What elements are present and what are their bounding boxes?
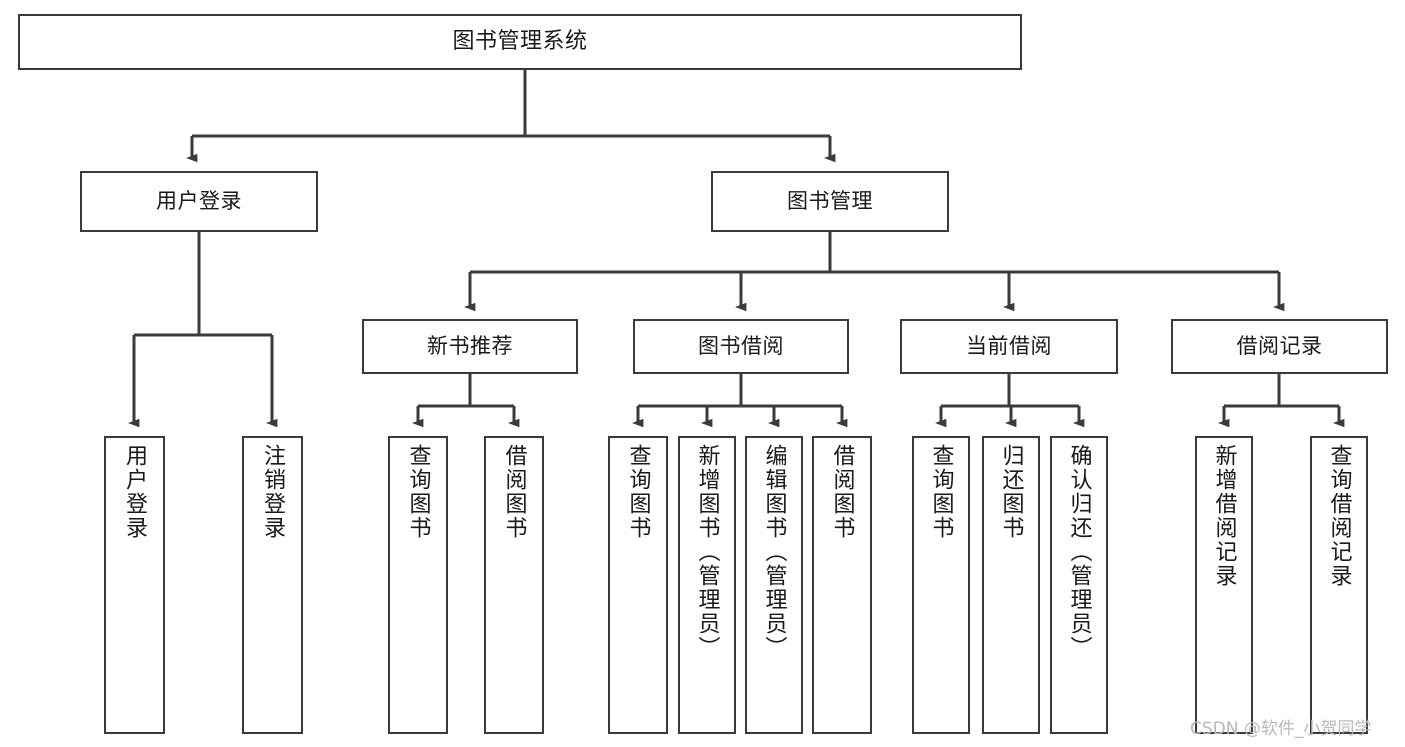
- node-book-borrow[interactable]: 图书借阅: [633, 319, 849, 374]
- node-leaf-query-book-1-label: 查询图书: [405, 444, 431, 540]
- node-leaf-logout-label: 注销登录: [260, 444, 286, 540]
- node-leaf-borrow-book-2[interactable]: 借阅图书: [812, 436, 872, 734]
- node-leaf-confirm-return[interactable]: 确认归还（管理员）: [1050, 436, 1108, 734]
- node-user-login[interactable]: 用户登录: [80, 171, 318, 232]
- node-borrow-record[interactable]: 借阅记录: [1171, 319, 1388, 374]
- node-new-book-rec[interactable]: 新书推荐: [362, 319, 578, 374]
- node-current-borrow-label: 当前借阅: [966, 334, 1052, 359]
- node-borrow-record-label: 借阅记录: [1236, 334, 1323, 359]
- node-leaf-user-login-label: 用户登录: [122, 444, 148, 540]
- node-leaf-add-record[interactable]: 新增借阅记录: [1195, 436, 1253, 734]
- node-leaf-query-book-1[interactable]: 查询图书: [388, 436, 448, 734]
- csdn-watermark: CSDN @软件_小贺同学: [1190, 719, 1372, 739]
- node-leaf-query-record-label: 查询借阅记录: [1326, 444, 1352, 588]
- node-leaf-user-login[interactable]: 用户登录: [104, 436, 165, 734]
- node-book-manage-label: 图书管理: [787, 189, 873, 214]
- node-leaf-query-book-3[interactable]: 查询图书: [912, 436, 970, 734]
- node-current-borrow[interactable]: 当前借阅: [900, 319, 1118, 374]
- node-leaf-query-book-2[interactable]: 查询图书: [608, 436, 668, 734]
- node-user-login-label: 用户登录: [156, 189, 242, 214]
- node-leaf-return-book-label: 归还图书: [998, 444, 1024, 540]
- node-leaf-confirm-return-label: 确认归还（管理员）: [1066, 444, 1092, 660]
- node-new-book-rec-label: 新书推荐: [427, 334, 513, 359]
- node-leaf-query-book-3-label: 查询图书: [928, 444, 954, 540]
- node-book-borrow-label: 图书借阅: [698, 334, 784, 359]
- node-book-manage[interactable]: 图书管理: [711, 171, 949, 232]
- node-leaf-return-book[interactable]: 归还图书: [982, 436, 1040, 734]
- node-leaf-query-book-2-label: 查询图书: [625, 444, 651, 540]
- node-leaf-edit-book[interactable]: 编辑图书（管理员）: [745, 436, 803, 734]
- node-leaf-borrow-book-1-label: 借阅图书: [501, 444, 527, 540]
- node-leaf-logout[interactable]: 注销登录: [242, 436, 303, 734]
- node-leaf-add-record-label: 新增借阅记录: [1211, 444, 1237, 588]
- node-root-label: 图书管理系统: [452, 29, 588, 55]
- node-leaf-edit-book-label: 编辑图书（管理员）: [761, 444, 787, 660]
- node-leaf-query-record[interactable]: 查询借阅记录: [1310, 436, 1368, 734]
- node-root[interactable]: 图书管理系统: [18, 14, 1022, 70]
- node-leaf-add-book[interactable]: 新增图书（管理员）: [678, 436, 736, 734]
- node-leaf-borrow-book-2-label: 借阅图书: [829, 444, 855, 540]
- node-leaf-borrow-book-1[interactable]: 借阅图书: [484, 436, 544, 734]
- node-leaf-add-book-label: 新增图书（管理员）: [694, 444, 720, 660]
